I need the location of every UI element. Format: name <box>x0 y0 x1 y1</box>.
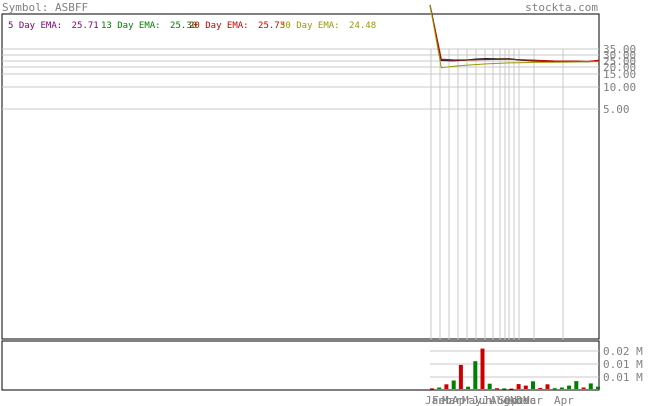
volume-bar <box>552 388 557 390</box>
ema20-value: 25.73 <box>258 21 285 31</box>
volume-tick-label: 0.01 M <box>603 371 643 384</box>
volume-bar <box>444 384 449 389</box>
volume-bar <box>502 388 507 390</box>
ema13-value: 25.30 <box>170 21 197 31</box>
volume-bar <box>437 387 442 389</box>
price-lines <box>429 4 600 69</box>
volume-bar <box>567 385 572 389</box>
x-axis-label: Dec <box>516 394 536 406</box>
ema20-label: 20 Day EMA: <box>189 21 249 31</box>
x-axis-label: Nov <box>510 394 530 406</box>
volume-grid <box>430 350 599 378</box>
volume-bar <box>473 361 478 389</box>
volume-bar <box>487 383 492 389</box>
price-tick-label: 20.00 <box>603 61 636 74</box>
x-axis-label: Jan <box>425 394 445 406</box>
volume-bar <box>516 384 521 389</box>
price-tick-label: 10.00 <box>603 81 636 94</box>
volume-bar <box>588 383 593 389</box>
volume-bar <box>466 386 471 389</box>
ema5-label: 5 Day EMA: <box>8 21 62 31</box>
volume-bar <box>451 380 456 389</box>
volume-bar <box>430 388 434 390</box>
ema-legend-20: 20 Day EMA: 25.73 <box>189 21 285 31</box>
price-tick-label: 15.00 <box>603 68 636 81</box>
price-tick-label: 25.00 <box>603 55 636 68</box>
volume-bar <box>545 384 550 389</box>
site-name: stockta.com <box>525 1 598 14</box>
ema-legend: 5 Day EMA: 25.71 13 Day EMA: 25.30 20 Da… <box>8 21 376 31</box>
volume-bar <box>531 381 535 389</box>
volume-bar <box>495 388 499 390</box>
ema-legend-50: 50 Day EMA: 24.48 <box>280 21 376 31</box>
volume-tick-label: 0.01 M <box>603 358 643 371</box>
x-axis-label: Sep <box>498 394 518 406</box>
x-axis-label: Feb <box>432 394 452 406</box>
ema50-value: 24.48 <box>349 21 376 31</box>
volume-axis-ticks: 0.01 M0.01 M0.02 M <box>603 345 643 384</box>
volume-bar <box>523 385 528 389</box>
x-axis-label: Mar <box>442 394 462 406</box>
volume-tick-label: 0.02 M <box>603 345 643 358</box>
x-axis-label: May <box>462 394 482 406</box>
ema-legend-5: 5 Day EMA: 25.71 <box>8 21 99 31</box>
x-axis-label: Apr <box>554 394 574 406</box>
symbol-label: Symbol: ASBFF <box>2 1 88 14</box>
x-axis-label: Oct <box>504 394 524 406</box>
volume-bar <box>509 388 514 390</box>
x-axis-label: Jun <box>472 394 492 406</box>
ema5-value: 25.71 <box>72 21 99 31</box>
volume-panel <box>1 340 600 391</box>
volume-bar <box>574 381 579 389</box>
x-axis-label: Aug <box>490 394 510 406</box>
series-line-50-day-ema <box>429 4 600 69</box>
volume-bar <box>480 348 485 389</box>
x-axis-label: Jul <box>482 394 502 406</box>
ema-legend-13: 13 Day EMA: 25.30 <box>101 21 197 31</box>
price-tick-label: 5.00 <box>603 103 630 116</box>
series-line-20-day-ema <box>429 4 600 62</box>
price-grid <box>2 48 599 390</box>
volume-bar <box>559 387 564 389</box>
ema13-label: 13 Day EMA: <box>101 21 161 31</box>
price-tick-label: 35.00 <box>603 43 636 56</box>
volume-bar <box>596 386 600 389</box>
volume-bars <box>430 348 600 390</box>
ema50-label: 50 Day EMA: <box>280 21 340 31</box>
x-axis-label: Mar <box>523 394 543 406</box>
price-tick-label: 30.00 <box>603 49 636 62</box>
volume-bar <box>538 387 543 389</box>
volume-bar <box>581 387 586 389</box>
x-axis-label: Apr <box>452 394 472 406</box>
volume-bar <box>458 364 463 389</box>
